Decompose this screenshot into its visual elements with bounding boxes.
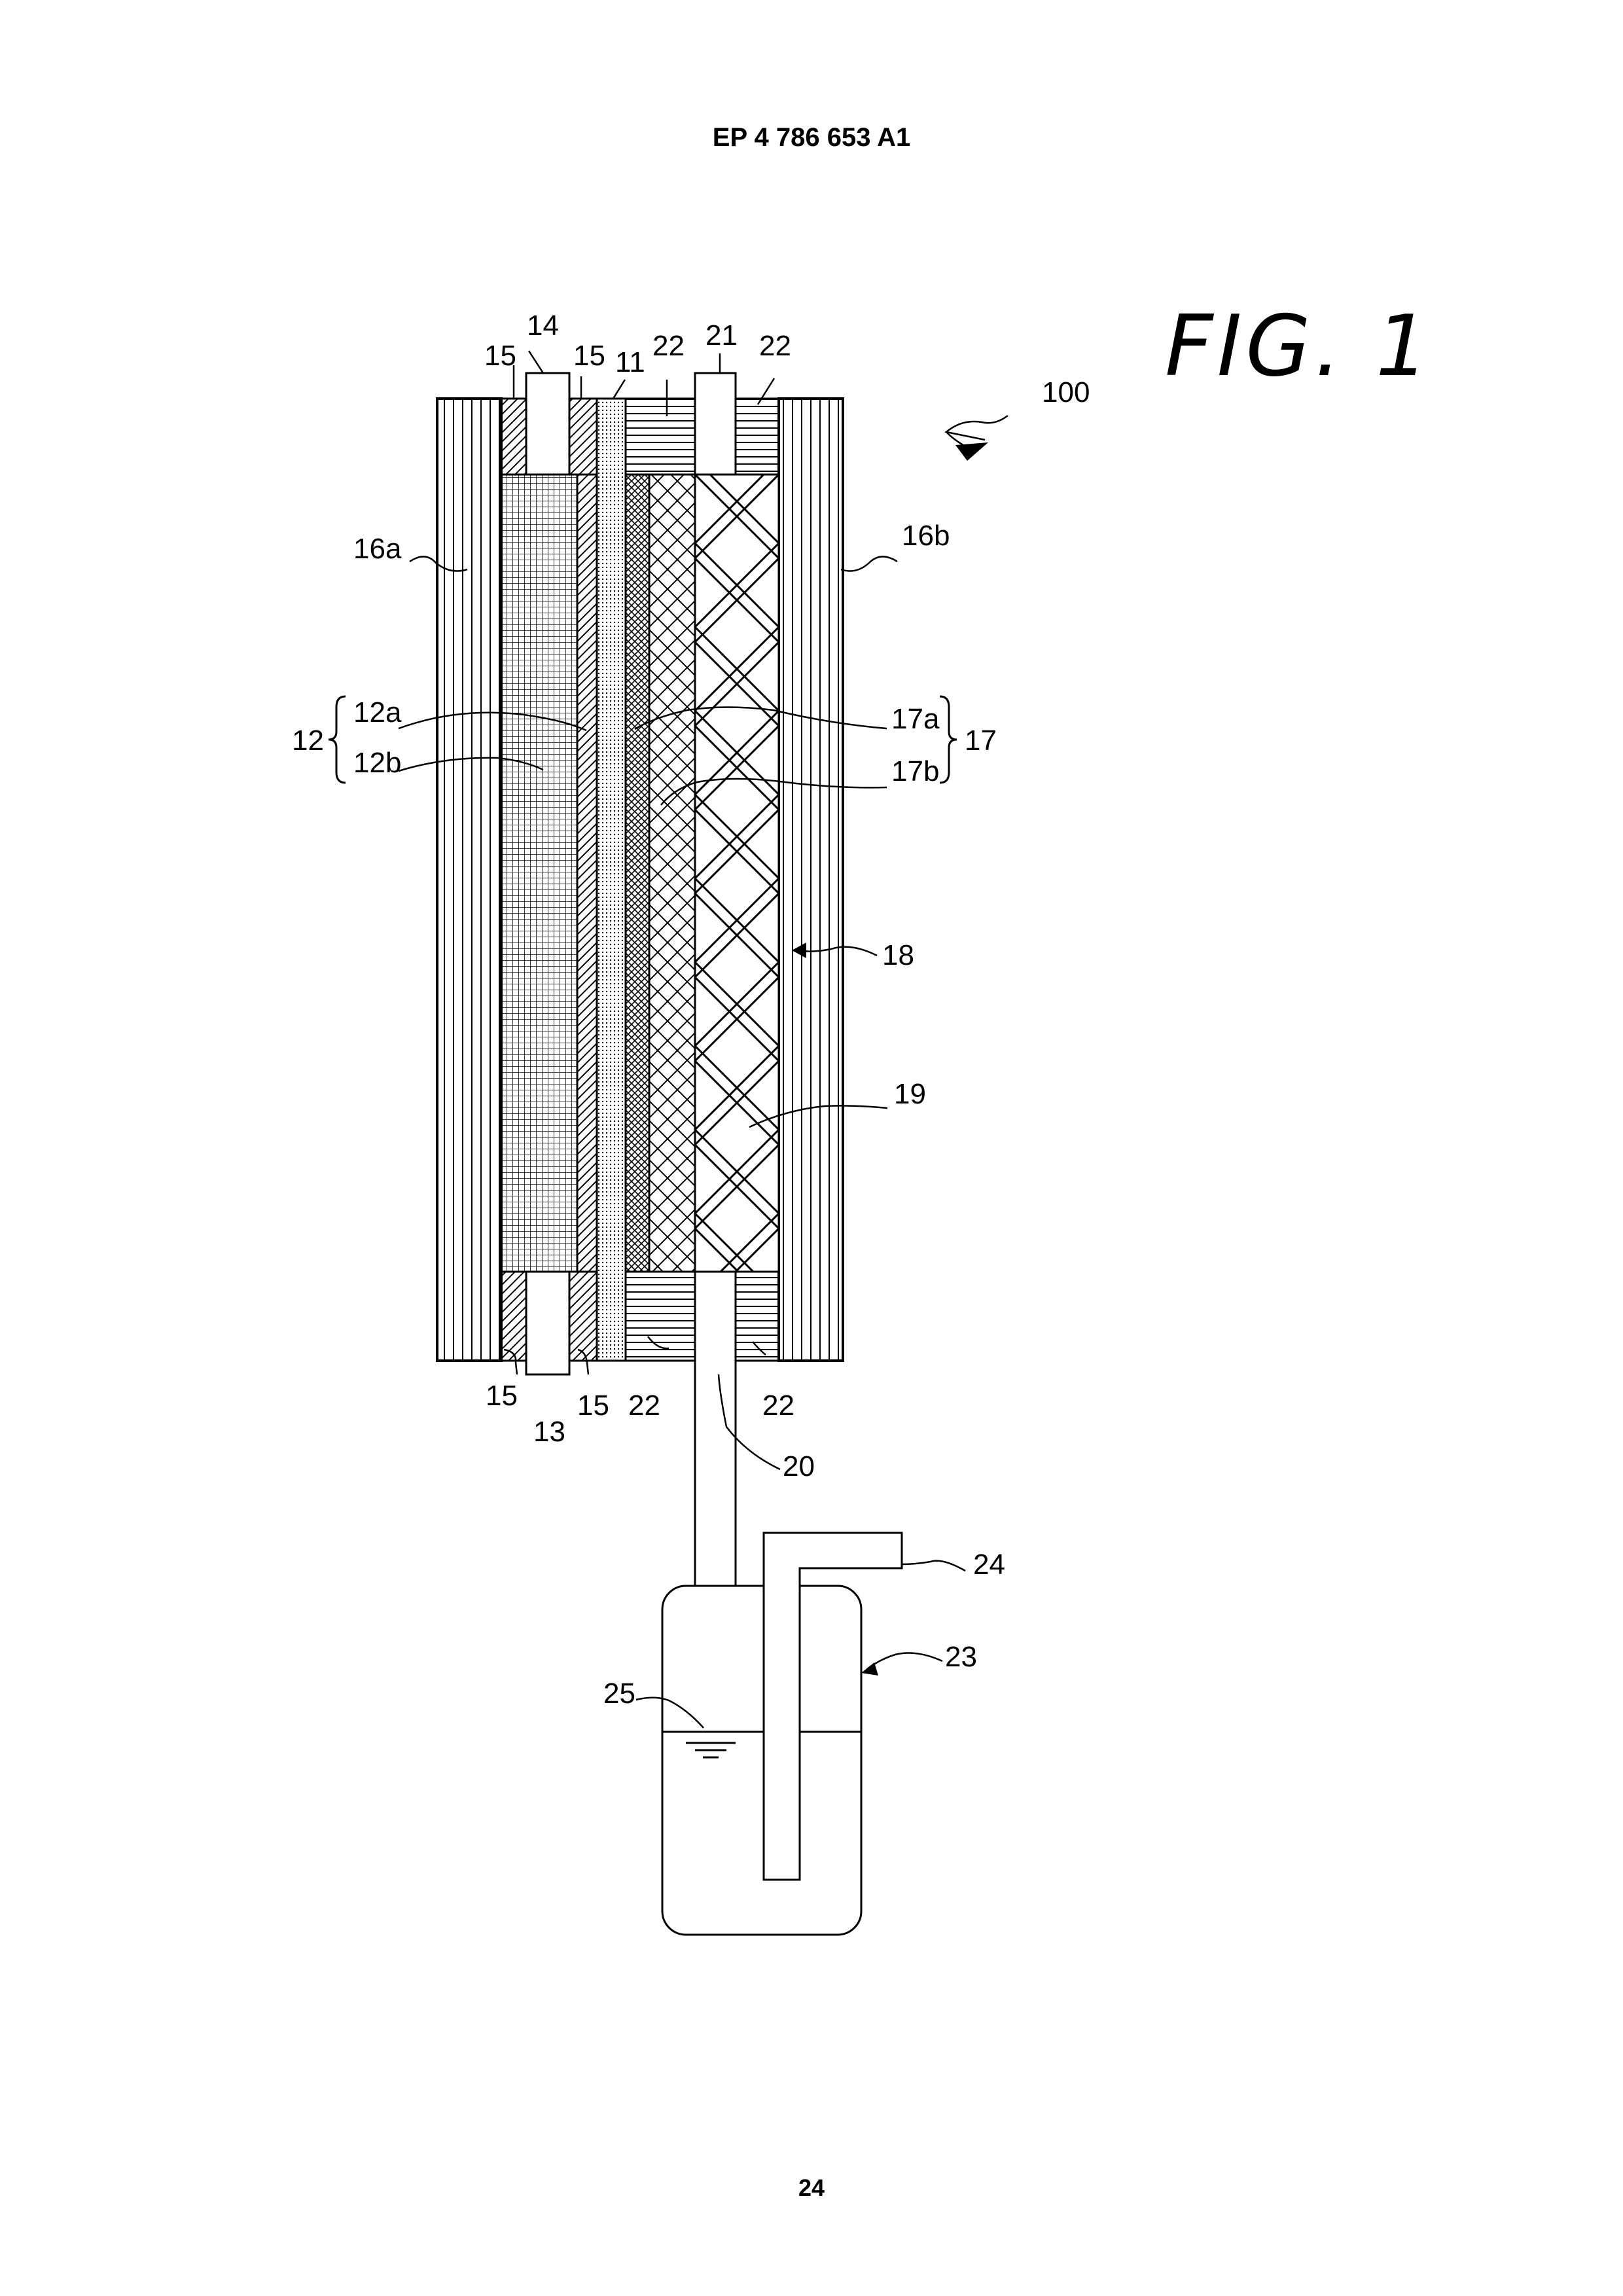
label-17: 17 [965,725,997,757]
flow-field-18 [695,475,779,1272]
frame-22-top-left [626,399,695,475]
port-21 [695,373,736,475]
end-plate-16b [779,399,843,1361]
electrode-12a [577,475,597,1272]
label-15-bottom-right: 15 [577,1390,609,1422]
gasket-15-bottom-right [569,1272,597,1361]
gasket-15-top-left [501,399,526,475]
label-100: 100 [1042,376,1090,408]
label-16b: 16b [902,520,950,552]
label-12: 12 [292,725,324,757]
label-20: 20 [783,1450,815,1482]
label-11: 11 [615,346,645,378]
brace-12 [329,696,346,783]
label-23: 23 [945,1641,977,1673]
label-13: 13 [533,1416,565,1448]
label-17a: 17a [891,703,940,735]
label-17b: 17b [891,755,939,787]
electrode-12b [501,475,577,1272]
membrane-11 [597,399,626,1361]
label-15-top-left: 15 [484,340,516,372]
label-22-bottom-left: 22 [628,1390,660,1422]
label-15-bottom-left: 15 [486,1380,518,1412]
terminal-13 [526,1272,569,1374]
label-25: 25 [603,1677,635,1710]
terminal-14 [526,373,569,475]
label-16a: 16a [353,533,402,565]
gasket-15-top-right [569,399,597,475]
tank-23 [662,1586,861,1935]
label-21: 21 [705,319,738,351]
label-18: 18 [882,939,914,971]
electrode-17a [626,475,649,1272]
pipe-20 [695,1272,736,1586]
brace-17 [940,696,957,783]
electrode-17b [649,475,695,1272]
label-12b: 12b [353,747,401,779]
label-14: 14 [527,310,559,342]
label-22-top-left: 22 [652,330,685,362]
label-22-bottom-right: 22 [762,1390,794,1422]
label-24: 24 [973,1549,1005,1581]
label-22-top-right: 22 [759,330,791,362]
frame-22-top-right [736,399,779,475]
label-12a: 12a [353,696,402,728]
gasket-15-bottom-left [501,1272,526,1361]
end-plate-16a [437,399,501,1361]
label-19: 19 [894,1078,926,1110]
label-15-top-right: 15 [573,340,605,372]
